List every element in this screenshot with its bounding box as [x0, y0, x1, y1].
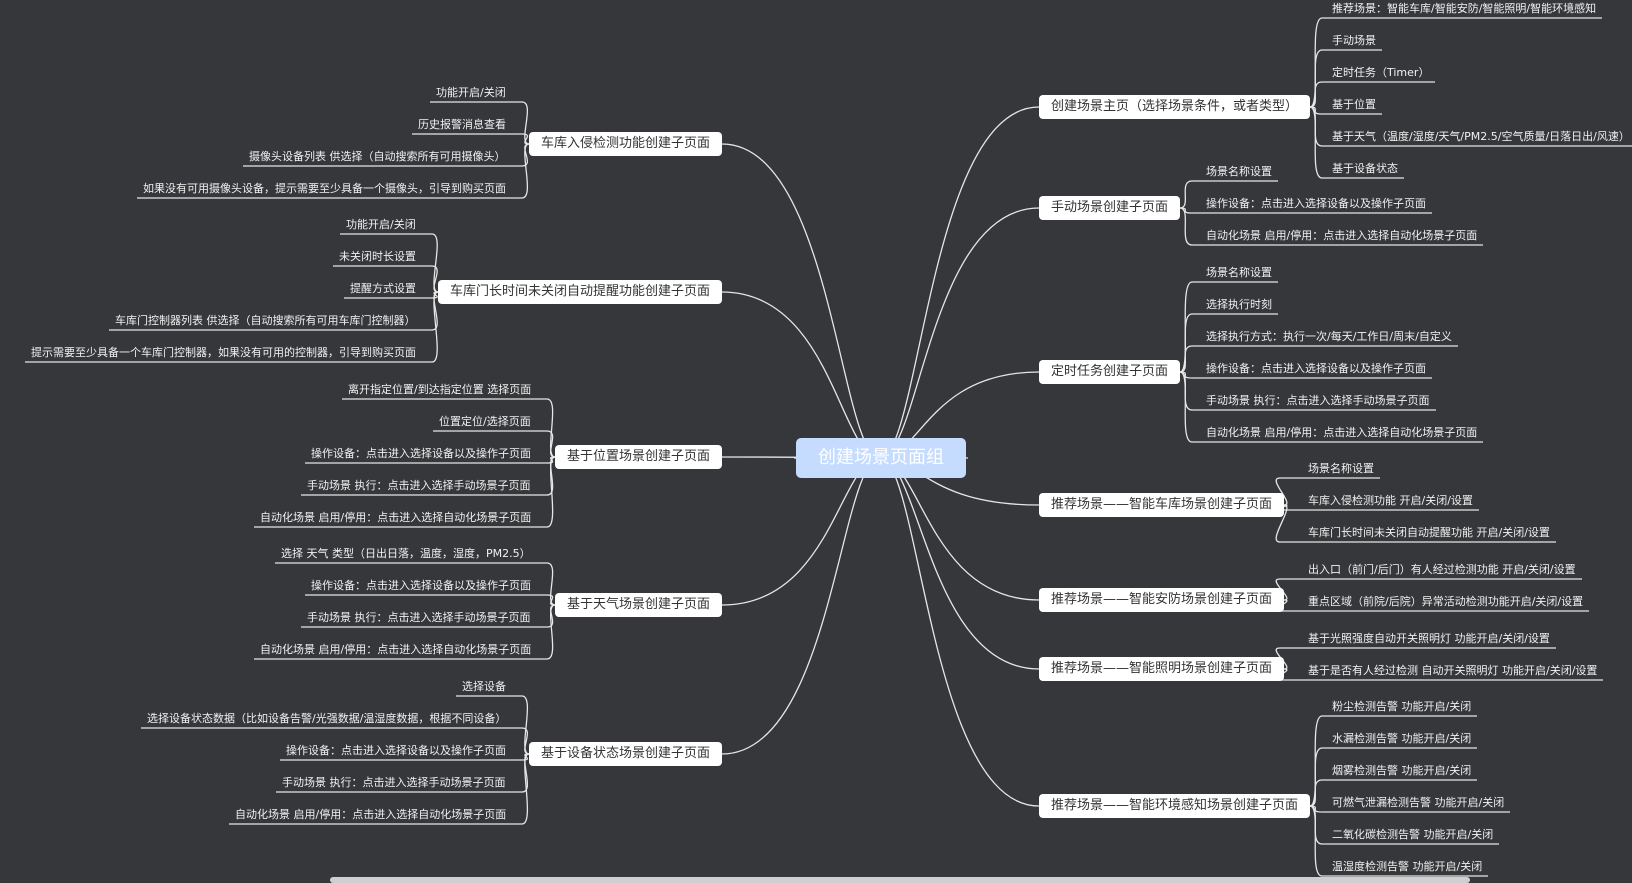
branch-smart-environment[interactable]: 推荐场景——智能环境感知场景创建子页面 — [1039, 794, 1311, 818]
leaf-link — [521, 727, 530, 755]
leaf-link — [431, 265, 439, 293]
leaf-item[interactable]: 选择执行方式：执行一次/每天/工作日/周末/自定义 — [1206, 330, 1452, 343]
branch-location-scene[interactable]: 基于位置场景创建子页面 — [555, 445, 723, 469]
leaf-item[interactable]: 基于光照强度自动开关照明灯 功能开启/关闭/设置 — [1308, 632, 1550, 645]
leaf-item[interactable]: 提醒方式设置 — [350, 282, 416, 295]
branch-garage-intrusion[interactable]: 车库入侵检测功能创建子页面 — [529, 132, 723, 156]
leaf-link — [1309, 779, 1323, 807]
leaf-item[interactable]: 离开指定位置/到达指定位置 选择页面 — [348, 383, 532, 396]
branch-manual-scene[interactable]: 手动场景创建子页面 — [1039, 196, 1181, 220]
leaf-item[interactable]: 操作设备：点击进入选择设备以及操作子页面 — [1206, 362, 1426, 375]
leaf-item[interactable]: 功能开启/关闭 — [436, 86, 506, 99]
leaf-link — [1309, 81, 1323, 108]
leaf-item[interactable]: 可燃气泄漏检测告警 功能开启/关闭 — [1332, 796, 1505, 809]
leaf-link — [1179, 207, 1193, 246]
leaf-item[interactable]: 选择设备状态数据（比如设备告警/光强数据/温湿度数据，根据不同设备） — [147, 712, 507, 725]
right-branch-link — [879, 457, 1040, 601]
leaf-item[interactable]: 场景名称设置 — [1308, 462, 1374, 475]
leaf-item[interactable]: 提示需要至少具备一个车库门控制器，如果没有可用的控制器，引导到购买页面 — [31, 346, 416, 359]
leaf-item[interactable]: 操作设备：点击进入选择设备以及操作子页面 — [311, 447, 531, 460]
leaf-link — [1179, 371, 1193, 443]
leaf-item[interactable]: 基于设备状态 — [1332, 162, 1398, 175]
leaf-item[interactable]: 历史报警消息查看 — [418, 118, 506, 131]
leaf-link — [521, 143, 530, 199]
branch-smart-security[interactable]: 推荐场景——智能安防场景创建子页面 — [1039, 588, 1285, 612]
leaf-link — [1309, 747, 1323, 807]
branch-garage-door-reminder[interactable]: 车库门长时间未关闭自动提醒功能创建子页面 — [438, 280, 723, 304]
leaf-item[interactable]: 重点区域（前院/后院）异常活动检测功能开启/关闭/设置 — [1308, 595, 1584, 608]
leaf-item[interactable]: 选择 天气 类型（日出日落，温度，湿度，PM2.5） — [281, 547, 531, 560]
leaf-item[interactable]: 选择设备 — [462, 680, 506, 693]
leaf-item[interactable]: 手动场景 执行：点击进入选择手动场景子页面 — [1206, 394, 1430, 407]
leaf-item[interactable]: 自动化场景 启用/停用：点击进入选择自动化场景子页面 — [260, 511, 532, 524]
leaf-item[interactable]: 手动场景 执行：点击进入选择手动场景子页面 — [282, 776, 506, 789]
leaf-item[interactable]: 操作设备：点击进入选择设备以及操作子页面 — [286, 744, 506, 757]
leaf-item[interactable]: 自动化场景 启用/停用：点击进入选择自动化场景子页面 — [235, 808, 507, 821]
leaf-item[interactable]: 如果没有可用摄像头设备，提示需要至少具备一个摄像头，引导到购买页面 — [143, 182, 506, 195]
leaf-item[interactable]: 自动化场景 启用/停用：点击进入选择自动化场景子页面 — [1206, 229, 1478, 242]
left-branch-link — [721, 457, 881, 755]
leaf-link — [1179, 313, 1193, 373]
leaf-item[interactable]: 车库入侵检测功能 开启/关闭/设置 — [1308, 494, 1473, 507]
left-branch-link — [721, 291, 881, 459]
leaf-link — [1179, 180, 1193, 209]
right-branch-link — [879, 207, 1040, 459]
leaf-item[interactable]: 操作设备：点击进入选择设备以及操作子页面 — [311, 579, 531, 592]
leaf-item[interactable]: 烟雾检测告警 功能开启/关闭 — [1332, 764, 1472, 777]
leaf-link — [431, 291, 439, 363]
leaf-link — [546, 456, 556, 528]
leaf-item[interactable]: 场景名称设置 — [1206, 165, 1272, 178]
branch-smart-garage[interactable]: 推荐场景——智能车库场景创建子页面 — [1039, 493, 1285, 517]
leaf-item[interactable]: 温湿度检测告警 功能开启/关闭 — [1332, 860, 1483, 873]
leaf-item[interactable]: 基于天气（温度/湿度/天气/PM2.5/空气质量/日落日出/风速） — [1332, 130, 1630, 143]
leaf-item[interactable]: 自动化场景 启用/停用：点击进入选择自动化场景子页面 — [1206, 426, 1478, 439]
leaf-item[interactable]: 定时任务（Timer） — [1332, 66, 1430, 79]
left-branch-link — [721, 143, 881, 459]
leaf-link — [521, 753, 530, 825]
leaf-link — [546, 430, 556, 458]
leaf-link — [1309, 49, 1323, 108]
leaf-item[interactable]: 位置定位/选择页面 — [439, 415, 531, 428]
leaf-item[interactable]: 选择执行时刻 — [1206, 298, 1272, 311]
leaf-link — [1275, 504, 1288, 543]
leaf-link — [546, 562, 556, 606]
leaf-item[interactable]: 手动场景 — [1332, 34, 1376, 47]
horizontal-scrollbar[interactable] — [330, 877, 1470, 883]
right-branch-link — [879, 457, 1040, 807]
leaf-item[interactable]: 手动场景 执行：点击进入选择手动场景子页面 — [307, 479, 531, 492]
leaf-item[interactable]: 摄像头设备列表 供选择（自动搜索所有可用摄像头） — [249, 150, 506, 163]
leaf-link — [1179, 345, 1193, 373]
leaf-item[interactable]: 手动场景 执行：点击进入选择手动场景子页面 — [307, 611, 531, 624]
branch-timer-task[interactable]: 定时任务创建子页面 — [1039, 360, 1181, 384]
leaf-item[interactable]: 车库门长时间未关闭自动提醒功能 开启/关闭/设置 — [1308, 526, 1550, 539]
leaf-link — [1309, 805, 1323, 877]
root-topic[interactable]: 创建场景页面组 — [796, 438, 966, 478]
leaf-item[interactable]: 出入口（前门/后门）有人经过检测功能 开启/关闭/设置 — [1308, 563, 1576, 576]
leaf-link — [1309, 106, 1323, 179]
right-branch-link — [879, 106, 1040, 459]
leaf-item[interactable]: 场景名称设置 — [1206, 266, 1272, 279]
leaf-item[interactable]: 自动化场景 启用/停用：点击进入选择自动化场景子页面 — [260, 643, 532, 656]
branch-weather-scene[interactable]: 基于天气场景创建子页面 — [555, 593, 723, 617]
leaf-item[interactable]: 二氧化碳检测告警 功能开启/关闭 — [1332, 828, 1494, 841]
leaf-link — [521, 101, 530, 145]
branch-create-scene-home[interactable]: 创建场景主页（选择场景条件，或者类型） — [1039, 95, 1311, 119]
leaf-item[interactable]: 操作设备：点击进入选择设备以及操作子页面 — [1206, 197, 1426, 210]
leaf-item[interactable]: 推荐场景：智能车库/智能安防/智能照明/智能环境感知 — [1332, 2, 1597, 15]
leaf-link — [1275, 477, 1288, 506]
leaf-item[interactable]: 未关闭时长设置 — [339, 250, 416, 263]
leaf-link — [546, 604, 556, 660]
leaf-item[interactable]: 基于位置 — [1332, 98, 1376, 111]
leaf-item[interactable]: 粉尘检测告警 功能开启/关闭 — [1332, 700, 1472, 713]
right-branch-link — [879, 457, 1040, 670]
leaf-item[interactable]: 水漏检测告警 功能开启/关闭 — [1332, 732, 1472, 745]
leaf-item[interactable]: 功能开启/关闭 — [346, 218, 416, 231]
branch-smart-lighting[interactable]: 推荐场景——智能照明场景创建子页面 — [1039, 657, 1285, 681]
leaf-item[interactable]: 基于是否有人经过检测 自动开关照明灯 功能开启/关闭/设置 — [1308, 664, 1598, 677]
leaf-item[interactable]: 车库门控制器列表 供选择（自动搜索所有可用车库门控制器） — [115, 314, 416, 327]
left-branch-link — [721, 457, 881, 606]
branch-device-state-scene[interactable]: 基于设备状态场景创建子页面 — [529, 742, 723, 766]
